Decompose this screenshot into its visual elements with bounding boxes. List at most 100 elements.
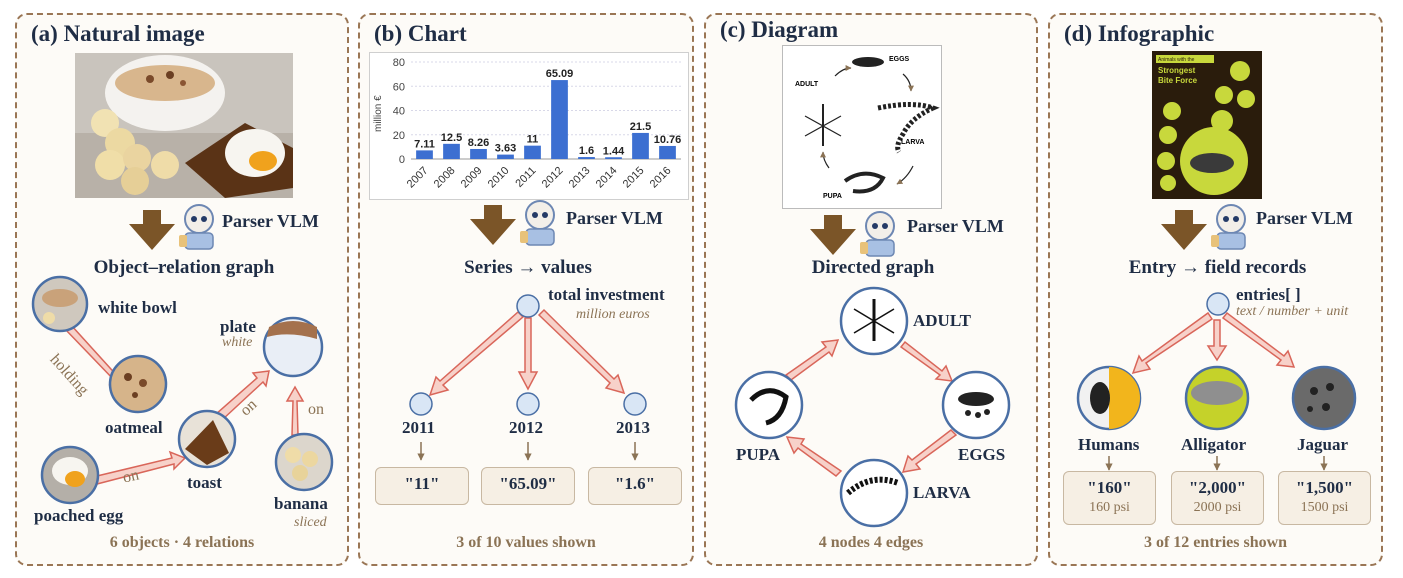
- node-larva: [839, 458, 909, 528]
- object-relation-graph: [31, 275, 334, 505]
- edge-root-alligator: [1206, 319, 1228, 362]
- edge-label-on: on: [308, 401, 324, 418]
- node-root: [516, 294, 540, 318]
- robot-icon: [860, 211, 895, 257]
- value-2012: "65.09": [499, 474, 557, 493]
- label-adult: ADULT: [913, 311, 971, 330]
- label-year-2011: 2011: [402, 418, 436, 437]
- label-banana: banana: [274, 494, 328, 513]
- graph-title: Object–relation graph: [93, 257, 275, 278]
- graph-title: Entry → field records: [1128, 257, 1307, 278]
- node-pupa: [734, 370, 804, 440]
- thumb-text-line1: Animals with the: [1158, 57, 1195, 63]
- graph-title: Series → values: [464, 257, 592, 278]
- chart-data-label: 10.76: [654, 134, 682, 146]
- label-banana-attr: sliced: [294, 515, 327, 530]
- chart-data-label: 11: [527, 134, 539, 146]
- chart-bar: [578, 157, 595, 159]
- node-toast: [177, 409, 237, 469]
- thumb-text-line2: Strongest: [1158, 66, 1196, 75]
- node-plate: [262, 316, 324, 378]
- chart-data-label: 7.11: [414, 138, 435, 150]
- node-2011: [409, 392, 433, 416]
- thumb-label-adult: ADULT: [795, 81, 819, 88]
- panel-footer: 3 of 12 entries shown: [1143, 534, 1288, 551]
- edge-root-2012: [517, 317, 539, 391]
- node-2012: [516, 392, 540, 416]
- label-white-bowl: white bowl: [98, 298, 177, 317]
- thumb-label-pupa: PUPA: [823, 193, 842, 200]
- node-white-bowl: [31, 275, 89, 333]
- record-box-alligator: "2,000" 2000 psi: [1171, 471, 1264, 525]
- label-entries-root: entries[ ]: [1236, 285, 1301, 304]
- node-2013: [623, 392, 647, 416]
- thumb-label-larva: LARVA: [901, 139, 924, 146]
- node-root: [1206, 292, 1230, 316]
- panel-diagram: (c) Diagram EGGS ADULT LARVA PUPA Parser…: [704, 13, 1038, 566]
- record-box-jaguar: "1,500" 1500 psi: [1278, 471, 1371, 525]
- label-entries-sub: text / number + unit: [1236, 304, 1349, 319]
- chart-data-label: 12.5: [441, 132, 462, 144]
- node-poached-egg: [40, 445, 100, 505]
- node-jaguar: [1291, 365, 1357, 431]
- panel-infographic: (d) Infographic Animals with the Stronge…: [1048, 13, 1383, 566]
- robot-icon: [520, 200, 555, 246]
- record-unit-alligator: 2000 psi: [1193, 500, 1242, 515]
- chart-ytick-label: 80: [393, 57, 405, 69]
- vlm-label: Parser VLM: [566, 208, 663, 228]
- edge-larva-pupa: [785, 436, 843, 477]
- edge-root-humans: [1131, 311, 1214, 375]
- chart-ytick-label: 40: [393, 106, 405, 118]
- panel-natural-image: (a) Natural image Parser VLM Object–rela…: [15, 13, 349, 566]
- label-larva: LARVA: [913, 483, 971, 502]
- food-photo: [75, 53, 293, 198]
- edge-on-egg-toast: [96, 450, 187, 485]
- lifecycle-diagram-image: EGGS ADULT LARVA PUPA: [782, 45, 942, 209]
- chart-data-label: 3.63: [495, 143, 516, 155]
- entry-graph: [1076, 292, 1357, 471]
- chart-bar: [605, 157, 622, 159]
- label-root-unit: million euros: [576, 307, 650, 322]
- graph-title: Directed graph: [811, 257, 935, 278]
- panel-title: (c) Diagram: [720, 17, 839, 42]
- edge-root-jaguar: [1221, 311, 1296, 368]
- node-alligator: [1184, 365, 1250, 431]
- chart-bar: [443, 143, 460, 159]
- chart-ytick-label: 20: [393, 130, 405, 142]
- vlm-label: Parser VLM: [1256, 208, 1353, 228]
- thumb-label-eggs: EGGS: [889, 56, 910, 63]
- node-adult: [839, 286, 909, 356]
- vlm-arrow: [129, 210, 175, 250]
- label-alligator: Alligator: [1181, 435, 1247, 454]
- value-box-2012: "65.09": [481, 467, 575, 505]
- label-oatmeal: oatmeal: [105, 418, 163, 437]
- record-unit-jaguar: 1500 psi: [1300, 500, 1349, 515]
- directed-graph: [734, 286, 1011, 528]
- edge-on-banana-plate: [285, 385, 305, 436]
- chart-bar: [524, 145, 541, 159]
- node-humans: [1076, 365, 1142, 431]
- chart-ytick-label: 60: [393, 81, 405, 93]
- label-poached-egg: poached egg: [34, 506, 124, 525]
- edge-root-2011: [428, 310, 525, 397]
- record-value-humans: "160": [1087, 478, 1132, 497]
- vlm-label: Parser VLM: [222, 211, 319, 231]
- record-value-alligator: "2,000": [1188, 478, 1247, 497]
- chart-ytick-label: 0: [399, 154, 405, 166]
- chart-bar: [497, 154, 514, 159]
- chart-bar: [416, 150, 433, 159]
- chart-bar: [632, 132, 649, 159]
- label-plate: plate: [220, 317, 256, 336]
- value-box-2011: "11": [375, 467, 469, 505]
- edge-label-on: on: [121, 466, 141, 487]
- panel-footer: 6 objects · 4 relations: [109, 534, 255, 551]
- panel-title: (d) Infographic: [1064, 21, 1215, 46]
- edge-eggs-larva: [901, 429, 958, 473]
- record-unit-humans: 160 psi: [1089, 500, 1130, 515]
- edge-on-toast-plate: [214, 370, 270, 422]
- chart-bar: [551, 80, 568, 159]
- edge-root-2013: [537, 308, 626, 395]
- vlm-label: Parser VLM: [907, 216, 1004, 236]
- label-root: total investment: [548, 285, 665, 304]
